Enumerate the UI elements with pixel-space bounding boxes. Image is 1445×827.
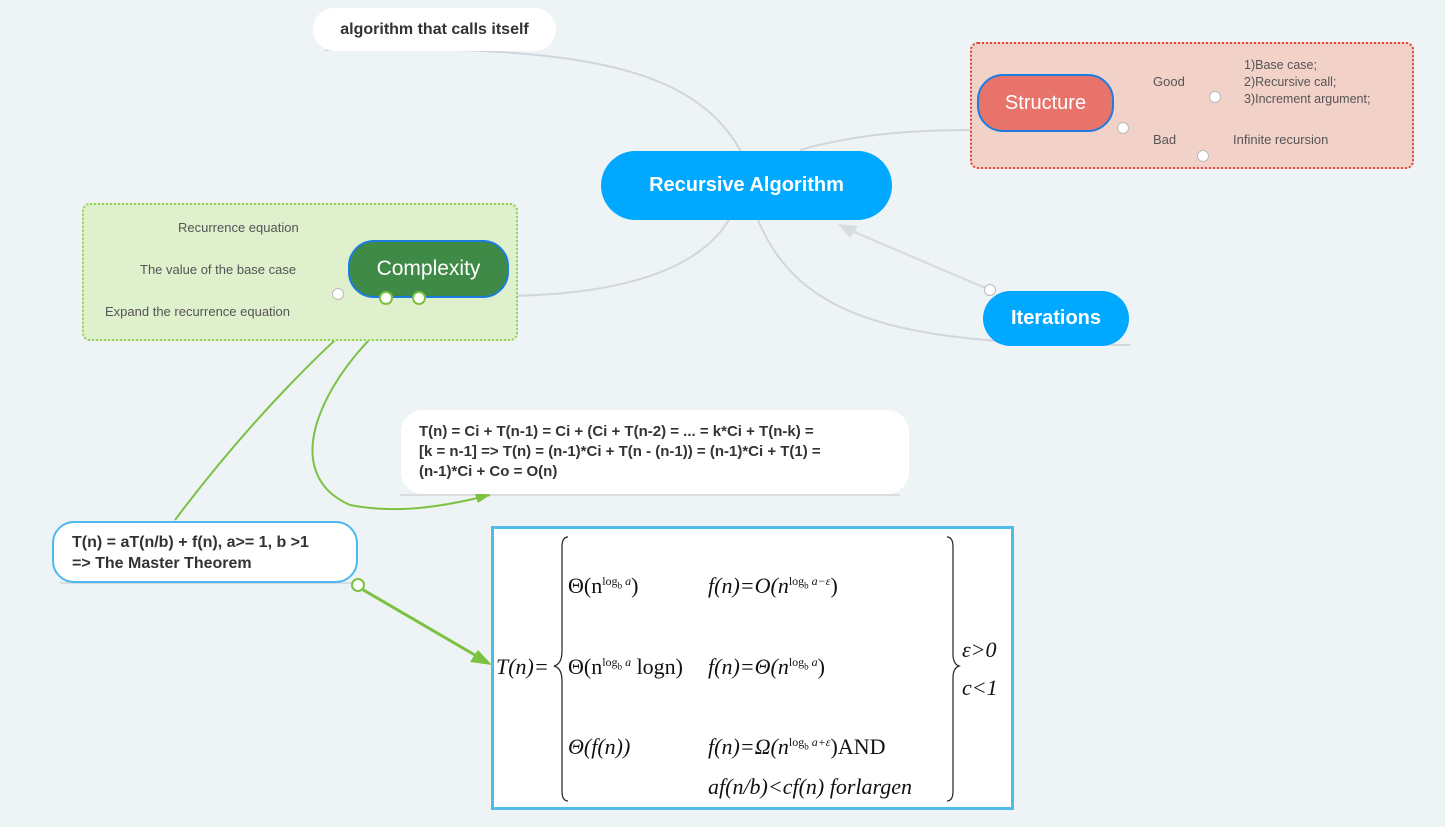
expansion-node[interactable]: T(n) = Ci + T(n-1) = Ci + (Ci + T(n-2) =… <box>401 410 909 494</box>
case2-log: log <box>602 654 618 669</box>
structure-bad-detail: Infinite recursion <box>1233 132 1329 147</box>
side-condition-c: c<1 <box>962 675 998 700</box>
master-theorem-equation: T(n)= Θ(nlogb a) f(n)=O(nlogb a−ε) Θ(nlo… <box>491 526 1014 810</box>
master-theorem-node[interactable]: T(n) = aT(n/b) + f(n), a>= 1, b >1 => Th… <box>52 521 358 583</box>
case2-cond-base: f(n)=Θ(n <box>708 654 789 679</box>
complexity-link-dot[interactable] <box>412 291 426 305</box>
master-link-dot[interactable] <box>351 578 365 592</box>
equation-braces <box>553 536 961 802</box>
case3-condition-2: af(n/b)<cf(n) forlargen <box>708 774 913 799</box>
case1-log-base: b <box>617 580 623 591</box>
complexity-label: Complexity <box>376 257 481 280</box>
case2-result: Θ(nlogb a logn) <box>568 654 683 680</box>
case1-cond-base: f(n)=O(n <box>708 573 789 598</box>
definition-label: algorithm that calls itself <box>340 20 529 38</box>
good-item: 2)Recursive call; <box>1244 75 1337 89</box>
structure-node[interactable]: Structure <box>977 74 1114 132</box>
case1-condition: f(n)=O(nlogb a−ε) <box>708 573 838 598</box>
master-line: T(n) = aT(n/b) + f(n), a>= 1, b >1 <box>72 534 309 551</box>
bad-collapse-dot[interactable] <box>1197 150 1209 162</box>
definition-node[interactable]: algorithm that calls itself <box>313 8 556 51</box>
structure-label: Structure <box>1004 91 1087 114</box>
case3-and: )AND <box>830 734 886 759</box>
iterations-label: Iterations <box>1010 307 1102 329</box>
expansion-line: T(n) = Ci + T(n-1) = Ci + (Ci + T(n-2) =… <box>419 423 814 440</box>
case1-cond-log-base: b <box>804 580 809 591</box>
expansion-line: [k = n-1] => T(n) = (n-1)*Ci + T(n - (n-… <box>419 443 821 460</box>
complexity-collapse-dot[interactable] <box>332 288 344 300</box>
case1-log-arg: a <box>625 573 632 588</box>
complexity-item: Recurrence equation <box>178 220 299 235</box>
central-topic[interactable]: Recursive Algorithm <box>601 151 892 220</box>
case2-log-base: b <box>617 661 623 672</box>
case1-result: Θ(nlogb a) <box>568 573 639 598</box>
expansion-line: (n-1)*Ci + Co = O(n) <box>419 463 558 480</box>
case2-condition: f(n)=Θ(nlogb a) <box>708 654 825 679</box>
structure-bad-label: Bad <box>1153 132 1177 147</box>
master-line: => The Master Theorem <box>72 555 252 572</box>
structure-good-items: 1)Base case; 2)Recursive call; 3)Increme… <box>1244 57 1370 108</box>
case1-log: log <box>602 573 618 588</box>
case2-result-tail: logn) <box>636 654 684 679</box>
case3-condition: f(n)=Ω(nlogb a+ε)AND <box>708 734 886 760</box>
good-collapse-dot[interactable] <box>1209 91 1221 103</box>
case2-log-arg: a <box>625 654 632 669</box>
side-condition-epsilon: ε>0 <box>962 637 997 662</box>
central-topic-label: Recursive Algorithm <box>649 174 844 196</box>
iterations-node[interactable]: Iterations <box>983 291 1129 346</box>
complexity-item: The value of the base case <box>140 262 297 277</box>
case2-result-base: Θ(n <box>568 654 603 679</box>
case3-cond-suffix: a+ε <box>811 734 831 749</box>
good-item: 3)Increment argument; <box>1244 92 1371 106</box>
case1-cond-suffix: a−ε <box>811 573 831 588</box>
case1-result-base: Θ(n <box>568 573 603 598</box>
case3-cond-base: f(n)=Ω(n <box>708 734 789 759</box>
case3-cond-log: log <box>788 734 805 749</box>
structure-good-label: Good <box>1153 74 1185 89</box>
case2-cond-log-base: b <box>804 661 809 672</box>
case2-cond-log: log <box>788 654 805 669</box>
complexity-item: Expand the recurrence equation <box>105 304 291 319</box>
complexity-node[interactable]: Complexity <box>348 240 509 298</box>
structure-collapse-dot[interactable] <box>1117 122 1129 134</box>
case2-cond-log-arg: a <box>811 654 818 669</box>
case3-result: Θ(f(n)) <box>568 734 631 759</box>
good-item: 1)Base case; <box>1244 58 1317 72</box>
complexity-link-dot[interactable] <box>379 291 393 305</box>
case3-cond-log-base: b <box>804 741 809 752</box>
equation-lhs: T(n)= <box>496 654 549 679</box>
case1-cond-log: log <box>788 573 805 588</box>
iterations-link-dot[interactable] <box>984 284 996 296</box>
